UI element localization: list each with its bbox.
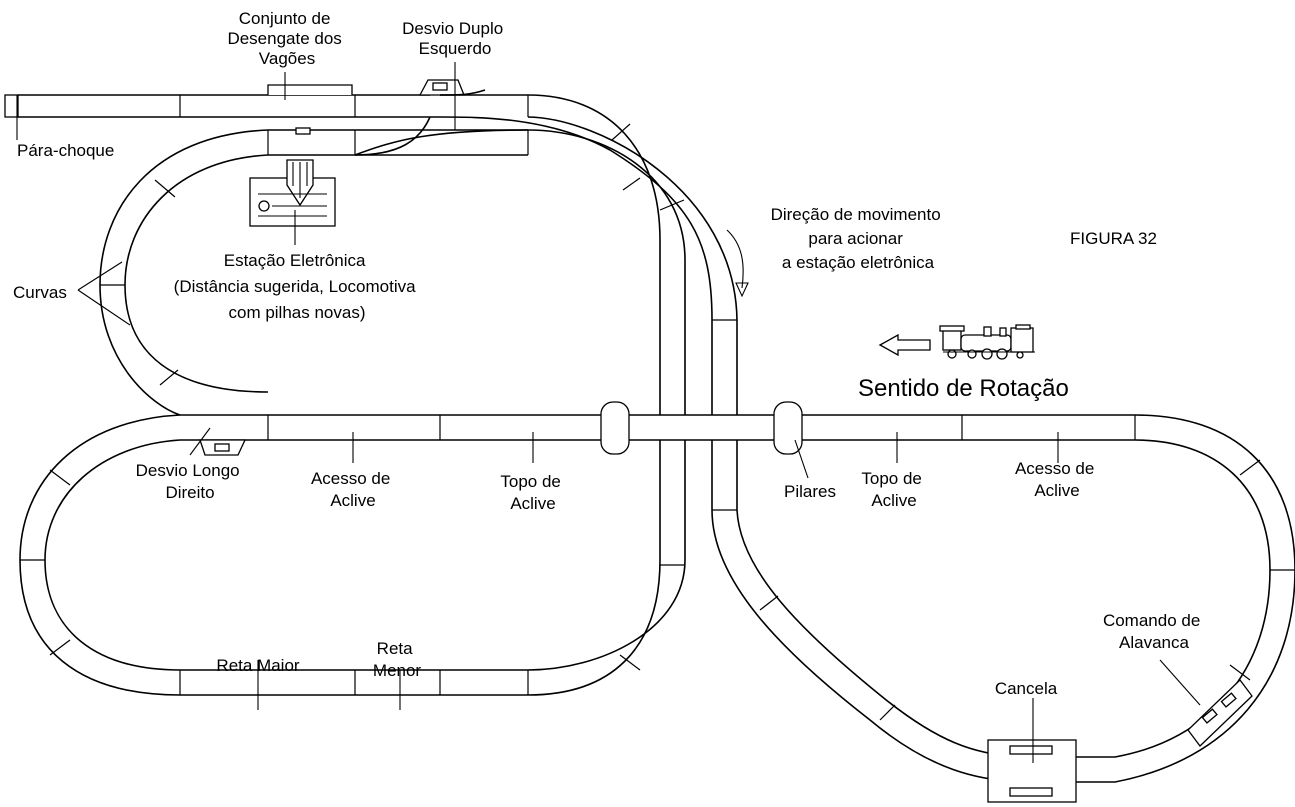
top-siding-track: [4, 79, 465, 118]
long-turnout-label: Desvio Longo Direito: [136, 461, 245, 502]
labels: Conjunto de Desengate dos Vagões Desvio …: [13, 9, 1205, 698]
short-straight-label: Reta Menor: [373, 639, 422, 680]
rotation-direction-label: Sentido de Rotação: [858, 375, 1069, 402]
electronic-station: [249, 127, 336, 227]
middle-straight-track: [180, 401, 1136, 456]
movement-direction-label: Direção de movimento para acionar a esta…: [771, 205, 946, 272]
incline-top-right-label: Topo de Aclive: [861, 469, 926, 510]
lever-controller-label: Comando de Alavanca: [1103, 611, 1205, 652]
locomotive-icon: [939, 324, 1035, 360]
lower-right-loop-track: [711, 414, 1295, 803]
curves-label: Curvas: [13, 283, 67, 302]
crossing-gate-label: Cancela: [995, 679, 1058, 698]
double-turnout-label: Desvio Duplo Esquerdo: [402, 19, 508, 58]
leader-lines: [16, 62, 1201, 763]
piers-label: Pilares: [784, 482, 836, 501]
bumper-label: Pára-choque: [17, 141, 114, 160]
upper-loop-track: [99, 89, 738, 416]
incline-access-left-label: Acesso de Aclive: [311, 469, 395, 510]
long-straight-label: Reta Maior: [216, 656, 299, 675]
left-arrow-icon: [878, 333, 931, 357]
lower-left-loop-track: [19, 414, 686, 696]
electronic-station-label: Estação Eletrônica (Distância sugerida, …: [174, 251, 421, 322]
incline-access-right-label: Acesso de Aclive: [1015, 459, 1099, 500]
incline-top-left-label: Topo de Aclive: [500, 472, 565, 513]
figure-number-label: FIGURA 32: [1070, 229, 1157, 248]
uncoupling-set-label: Conjunto de Desengate dos Vagões: [227, 9, 346, 68]
direction-arrow-icon: [726, 229, 749, 298]
